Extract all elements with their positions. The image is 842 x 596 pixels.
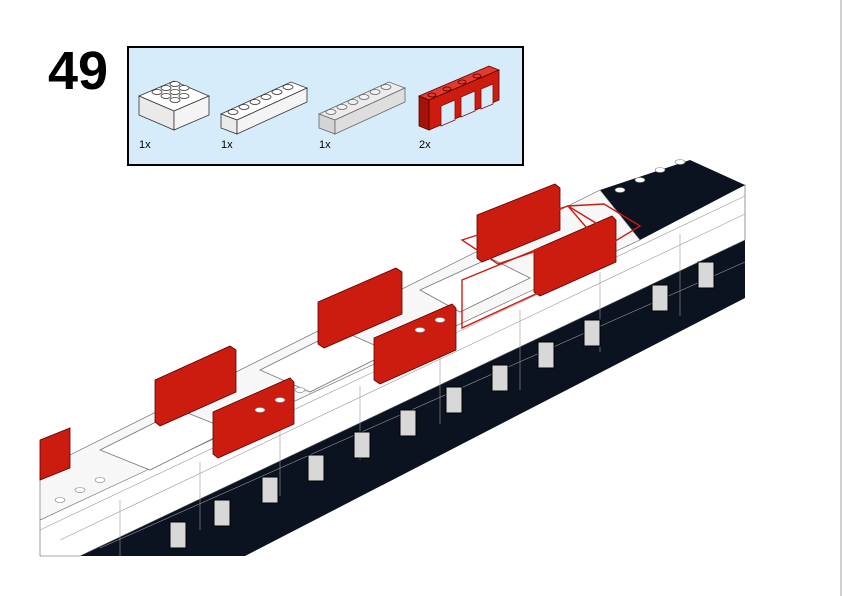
part-icon-fence-red (417, 65, 501, 131)
red-fence-group (39, 183, 617, 481)
deck-studs (54, 159, 686, 503)
part-icon-brick-2x4-white (137, 80, 211, 131)
part-icon-brick-1x6-transparent (317, 81, 407, 135)
part-quantity-brick-1x6-white: 1x (221, 139, 233, 151)
hull-windows (169, 261, 715, 549)
new-brick-outline (460, 203, 642, 330)
part-quantity-fence-red: 2x (419, 139, 431, 151)
part-quantity-brick-1x6-transparent: 1x (319, 139, 331, 151)
part-quantity-brick-2x4: 1x (139, 139, 151, 151)
part-icon-brick-1x6-white (219, 81, 309, 135)
page-edge-rule (840, 0, 842, 596)
parts-list-panel: 1x 1x 1x 2x (127, 46, 524, 166)
step-number: 49 (48, 41, 109, 101)
deck-compartments (99, 257, 531, 471)
